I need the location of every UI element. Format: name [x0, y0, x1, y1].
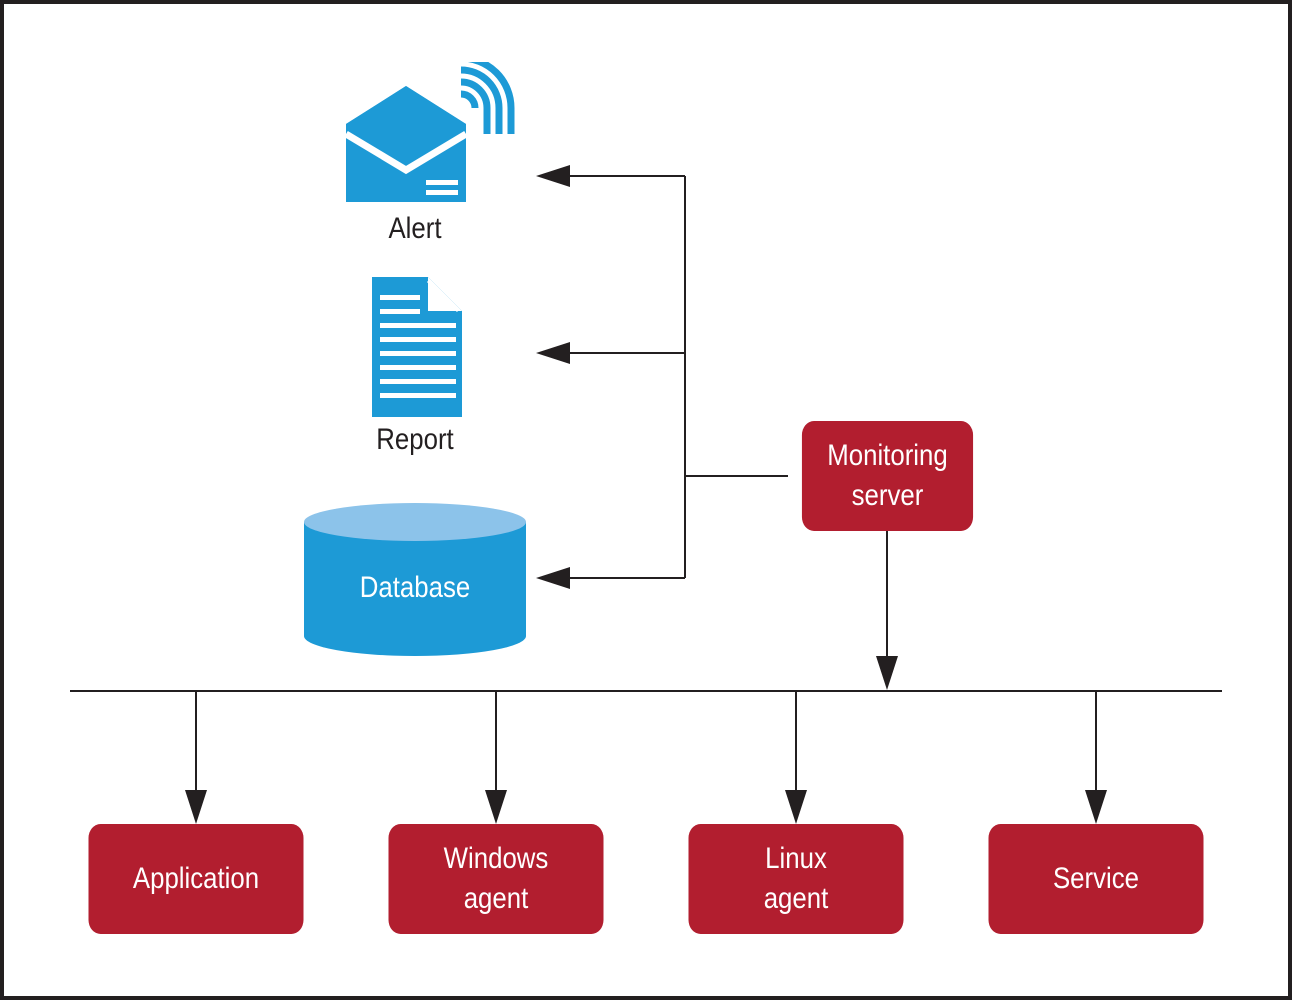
arrowhead-database	[536, 567, 570, 589]
database-cylinder-icon	[304, 503, 526, 656]
service-label: Service	[1052, 862, 1140, 895]
linux-agent-node: Linux agent	[688, 824, 904, 934]
server-label-line1: Monitoring	[827, 439, 948, 472]
server-label-line2: server	[851, 479, 924, 512]
arrowhead-bus	[876, 656, 898, 690]
document-icon	[372, 277, 462, 417]
report-label: Report	[376, 423, 454, 456]
arrowhead-report	[536, 342, 570, 364]
arrowhead-windows	[485, 790, 507, 824]
arrowhead-service	[1085, 790, 1107, 824]
arrowhead-linux	[785, 790, 807, 824]
arrowhead-application	[185, 790, 207, 824]
arrowhead-alert	[536, 165, 570, 187]
database-label: Database	[359, 571, 471, 604]
application-label: Application	[132, 862, 260, 895]
monitoring-server-node: Monitoring server	[801, 421, 974, 531]
linux-agent-label-line2: agent	[763, 882, 829, 915]
alert-label: Alert	[388, 212, 442, 245]
windows-agent-node: Windows agent	[388, 824, 604, 934]
windows-agent-label-line1: Windows	[443, 842, 549, 875]
service-node: Service	[988, 824, 1204, 934]
linux-agent-label-line1: Linux	[765, 842, 827, 875]
windows-agent-label-line2: agent	[463, 882, 529, 915]
application-node: Application	[88, 824, 304, 934]
envelope-signal-icon	[344, 62, 515, 202]
